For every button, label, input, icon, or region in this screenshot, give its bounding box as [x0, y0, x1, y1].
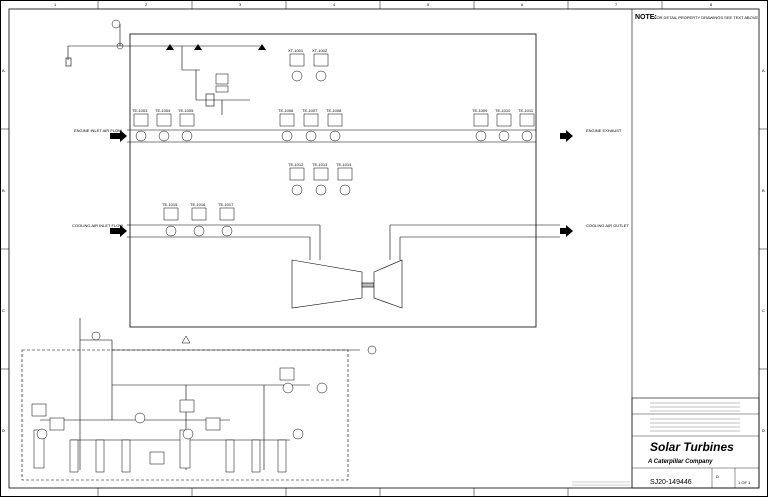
row-label-d-right: D [762, 428, 765, 433]
bottom-instrument-boxes [31, 367, 328, 465]
row-marks [0, 128, 768, 370]
tag-te-1011: TE-1011 [518, 108, 534, 113]
tag-te-1004: TE-1004 [155, 108, 171, 113]
bottom-piping [40, 318, 360, 470]
row-label-a-right: A [762, 68, 765, 73]
tag-te-1013: TE-1013 [312, 162, 328, 167]
tag-te-1017: TE-1017 [218, 202, 234, 207]
top-left-piping [65, 24, 260, 115]
instrument-group-center: TE-1012 TE-1013 TE-1014 [288, 162, 353, 196]
instrument-group-left: TE-1003 TE-1004 TE-1005 [132, 108, 195, 142]
col-label-8: 8 [710, 2, 713, 7]
tag-te-1015: TE-1015 [162, 202, 178, 207]
instrument-group-top: XT-1001 XT-1002 [288, 48, 329, 82]
col-label-6: 6 [521, 2, 524, 7]
bottom-tanks [33, 429, 287, 473]
notes-heading: NOTE: [635, 14, 657, 21]
tag-te-1012: TE-1012 [288, 162, 304, 167]
inlet-flow-label-2: COOLING AIR INLET FLOW [72, 223, 123, 228]
col-label-1: 1 [54, 2, 57, 7]
instrument-group-mid: TE-1006 TE-1007 TE-1008 [278, 108, 343, 142]
column-marks-top [97, 0, 663, 9]
bottom-notes [572, 481, 630, 486]
tag-te-1005: TE-1005 [178, 108, 194, 113]
triangle-marks [166, 44, 266, 50]
tag-te-1010: TE-1010 [495, 108, 511, 113]
tag-te-1014: TE-1014 [336, 162, 352, 167]
tag-te-1016: TE-1016 [190, 202, 206, 207]
gas-turbine [291, 259, 403, 309]
solar-turbines-logo: Solar Turbines [650, 440, 734, 454]
notes-line-1: FOR DETAIL PROPERTY DRAWINGS SEE TEXT AB… [654, 15, 758, 20]
inlet-flow-lower: COOLING AIR INLET FLOW [72, 223, 321, 260]
outlet-flow-upper: ENGINE EXHAUST [560, 128, 622, 142]
drawing-size: D [716, 474, 719, 479]
instrument-group-right: TE-1009 TE-1010 TE-1011 [472, 108, 535, 142]
inner-border [8, 8, 760, 489]
inlet-flow-upper: ENGINE INLET AIR FLOW [74, 128, 536, 143]
sheet-number: 1 OF 1 [738, 480, 751, 485]
tag-xt-1002: XT-1002 [312, 48, 328, 53]
row-label-b: B [2, 188, 5, 193]
col-label-2: 2 [145, 2, 148, 7]
col-label-5: 5 [427, 2, 430, 7]
inlet-flow-label-1: ENGINE INLET AIR FLOW [74, 128, 122, 133]
instrument-bubble [116, 42, 124, 50]
tag-te-1007: TE-1007 [302, 108, 318, 113]
row-label-d: D [2, 428, 5, 433]
caterpillar-subtitle: A Caterpillar Company [647, 459, 713, 465]
column-marks-bottom [97, 488, 569, 497]
col-label-3: 3 [239, 2, 242, 7]
tag-te-1008: TE-1008 [326, 108, 342, 113]
valve-box [215, 73, 229, 93]
outlet-flow-label-2: COOLING AIR OUTLET [586, 223, 629, 228]
tag-te-1009: TE-1009 [472, 108, 488, 113]
col-label-4: 4 [333, 2, 336, 7]
col-label-7: 7 [615, 2, 618, 7]
row-label-c: C [2, 308, 5, 313]
tag-xt-1001: XT-1001 [288, 48, 304, 53]
row-label-a: A [2, 68, 5, 73]
turbine-enclosure [129, 33, 537, 328]
drawing-number: SJ20-149446 [650, 479, 692, 486]
outlet-flow-lower: COOLING AIR OUTLET [389, 223, 629, 260]
instrument-group-inlet: TE-1015 TE-1016 TE-1017 [162, 202, 235, 237]
row-label-c-right: C [762, 308, 765, 313]
title-block: Solar Turbines A Caterpillar Company SJ2… [631, 397, 760, 489]
instrument-bubble [111, 19, 121, 29]
tag-te-1006: TE-1006 [278, 108, 294, 113]
outlet-flow-label-1: ENGINE EXHAUST [586, 128, 622, 133]
tag-te-1003: TE-1003 [132, 108, 148, 113]
row-label-b-right: B [762, 188, 765, 193]
bottom-small-circles [91, 331, 377, 355]
